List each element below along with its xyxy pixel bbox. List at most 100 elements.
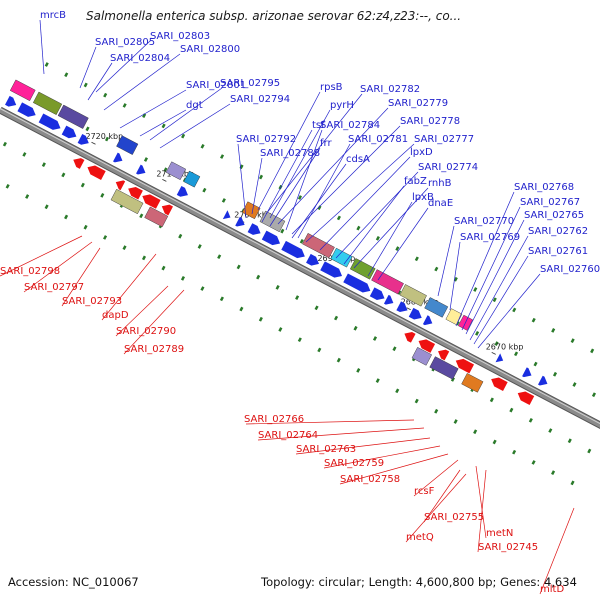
forward-gene-arrow	[136, 164, 146, 175]
kbp-label: 2670 kbp	[486, 342, 524, 351]
track-tick	[317, 205, 322, 211]
track-tick	[414, 256, 419, 262]
gene-box	[57, 104, 89, 129]
forward-gene-label: SARI_02804	[110, 53, 170, 64]
forward-gene-label: fabZ	[404, 176, 427, 187]
reverse-gene-label: SARI_02759	[324, 458, 384, 469]
reverse-gene-arrow	[455, 358, 475, 374]
leader-line	[423, 469, 461, 523]
leader-line	[339, 453, 449, 485]
track-tick	[590, 348, 595, 354]
forward-gene-label: SARI_02803	[150, 31, 210, 42]
track-tick	[258, 174, 264, 180]
track-tick	[334, 315, 339, 321]
reverse-gene-label: metQ	[406, 532, 434, 543]
topology-label: Topology: circular; Length: 4,600,800 bp…	[261, 575, 577, 589]
gene-box	[32, 91, 63, 115]
track-tick	[551, 470, 556, 475]
forward-gene-label: SARI_02768	[514, 182, 574, 193]
leader-line	[269, 147, 321, 227]
track-tick	[453, 276, 458, 282]
track-tick	[356, 225, 361, 231]
track-tick	[492, 439, 497, 445]
track-tick	[492, 297, 497, 303]
track-tick	[473, 287, 478, 292]
gene-box	[110, 188, 144, 215]
track-tick	[297, 195, 303, 200]
track-tick	[572, 382, 577, 387]
track-tick	[197, 244, 202, 249]
track-tick	[489, 397, 494, 403]
track-tick	[25, 194, 30, 199]
leader-line	[297, 143, 351, 239]
track-tick	[552, 371, 558, 377]
leader-line	[413, 459, 459, 497]
kbp-tick	[491, 351, 496, 355]
track-tick	[314, 305, 319, 311]
track-tick	[64, 72, 69, 78]
track-tick	[395, 246, 400, 251]
forward-gene-label: SARI_02782	[360, 84, 420, 95]
forward-gene-labels: mrcBSARI_02805SARI_02803SARI_02804SARI_0…	[39, 10, 600, 349]
kbp-tick	[406, 307, 411, 311]
track-tick	[181, 133, 186, 139]
forward-gene-label: SARI_02760	[540, 264, 600, 275]
kbp-tick	[162, 179, 167, 182]
leader-line	[159, 103, 231, 149]
reverse-gene-label: SARI_02755	[424, 512, 484, 523]
track-tick	[180, 275, 186, 281]
leader-line	[269, 109, 331, 219]
gene-box	[349, 258, 376, 280]
track-tick	[80, 182, 85, 188]
track-tick	[533, 361, 538, 367]
forward-gene-label: SARI_02801	[186, 80, 246, 91]
accession-label: Accession: NC_010067	[8, 575, 139, 589]
leader-line	[475, 465, 487, 539]
forward-gene-label: SARI_02788	[260, 148, 320, 159]
forward-gene-arrow	[495, 353, 504, 363]
gene-box	[165, 161, 187, 181]
track-tick	[453, 419, 458, 424]
track-tick	[221, 198, 226, 203]
gene-box	[399, 284, 427, 307]
forward-gene-label: dgt	[186, 100, 203, 111]
track-tick	[200, 143, 205, 149]
track-tick	[41, 162, 46, 168]
forward-gene-label: pyrH	[330, 100, 354, 111]
forward-gene-arrow	[261, 230, 281, 246]
track-tick	[528, 417, 533, 423]
forward-gene-label: SARI_02777	[414, 134, 474, 145]
track-tick	[531, 317, 536, 323]
gene-box	[330, 247, 353, 268]
track-tick	[217, 254, 222, 260]
forward-gene-label: cdsA	[346, 154, 370, 165]
track-tick	[103, 92, 108, 98]
track-tick	[258, 316, 263, 322]
track-tick	[395, 388, 400, 394]
forward-gene-arrow	[77, 133, 89, 145]
leader-line	[123, 289, 185, 355]
reverse-gene-label: SARI_02766	[244, 414, 304, 425]
reverse-gene-label: SARI_02798	[0, 266, 60, 277]
gene-box	[424, 297, 449, 318]
reverse-gene-label: mltD	[540, 584, 564, 595]
leader-line	[139, 109, 187, 137]
track-tick	[202, 187, 207, 193]
leader-line	[101, 253, 157, 321]
forward-gene-label: SARI_02778	[400, 116, 460, 127]
forward-gene-arrow	[422, 315, 433, 326]
forward-gene-arrow	[306, 253, 320, 266]
track-tick	[22, 152, 27, 157]
leader-line	[39, 19, 45, 75]
forward-gene-label: lpxB	[412, 192, 434, 203]
reverse-gene-label: SARI_02790	[116, 326, 176, 337]
reverse-gene-label: metN	[486, 528, 513, 539]
reverse-gene-label: SARI_02789	[124, 344, 184, 355]
forward-gene-arrow	[247, 223, 261, 235]
kbp-label: 2720 kbp	[86, 132, 124, 141]
leader-line	[353, 187, 429, 269]
forward-gene-label: tsf	[312, 120, 325, 131]
reverse-gene-label: SARI_02745	[478, 542, 538, 553]
gene-box	[411, 347, 432, 366]
track-tick	[44, 204, 49, 210]
